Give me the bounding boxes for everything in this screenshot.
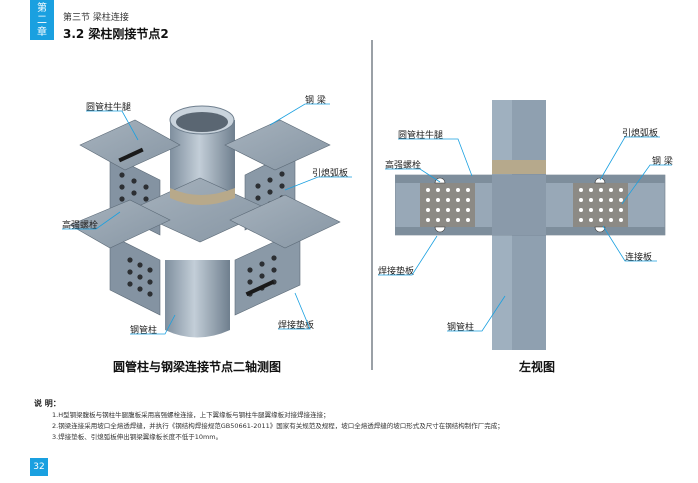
label-corbel: 圆管柱牛腿 — [86, 103, 132, 113]
label-hs-bolt-side: 高强螺栓 — [385, 161, 422, 171]
flange-front-right — [229, 194, 341, 249]
note-item: 3.焊接垫板、引熄弧板伸出钢梁翼缘板长度不低于10mm。 — [52, 433, 223, 441]
label-steel-column-side: 钢管柱 — [447, 323, 475, 333]
column-lower — [165, 260, 230, 338]
label-backing-plate: 焊接垫板 — [278, 321, 315, 331]
label-steel-column: 钢管柱 — [130, 326, 158, 336]
chapter-tab: 第 二 章 — [30, 0, 54, 40]
label-hs-bolt: 高强螺栓 — [62, 221, 99, 231]
label-steel-beam-side: 钢 梁 — [652, 157, 673, 167]
column-ring — [492, 160, 546, 174]
label-steel-beam: 钢 梁 — [305, 96, 326, 106]
figure-divider — [371, 40, 373, 370]
chapter-char: 章 — [37, 27, 47, 38]
flange-upper-back-left — [79, 119, 181, 171]
left-caption: 圆管柱与钢梁连接节点二轴测图 — [113, 360, 282, 374]
side-view-figure — [395, 100, 666, 350]
note-item: 1.H型钢梁腹板与钢柱牛腿腹板采用高强螺栓连接，上下翼缘板与钢柱牛腿翼缘板对接焊… — [52, 411, 330, 419]
label-connecting-plate-side: 连接板 — [625, 253, 653, 263]
label-weld-arc-plate-side: 引熄弧板 — [622, 129, 659, 139]
chapter-char: 二 — [37, 15, 47, 26]
column-bore — [176, 112, 228, 132]
chapter-char: 第 — [37, 3, 47, 14]
backing-plate — [245, 279, 275, 297]
bolt-group-side — [426, 188, 623, 222]
flange-front-left — [69, 199, 171, 249]
page-number: 32 — [30, 458, 48, 476]
section-heading: 第三节 梁柱连接 — [63, 13, 129, 23]
page-title: 3.2 梁柱刚接节点2 — [63, 27, 169, 41]
beam-web-lower-left — [109, 234, 161, 316]
label-corbel-side: 圆管柱牛腿 — [398, 131, 444, 141]
flange-upper-back-right — [224, 119, 331, 171]
right-caption: 左视图 — [519, 360, 556, 374]
note-item: 2.钢梁连接采用坡口全熔透焊缝，并执行《钢结构焊接规范GB50661-2011》… — [52, 422, 504, 430]
axonometric-figure — [69, 105, 341, 338]
label-weld-arc-plate: 引熄弧板 — [312, 169, 349, 179]
column-ring — [170, 188, 235, 205]
label-backing-plate-side: 焊接垫板 — [378, 267, 415, 277]
notes-title: 说 明： — [34, 399, 61, 408]
weld-access-holes — [434, 177, 606, 233]
backing-plate — [118, 147, 144, 163]
